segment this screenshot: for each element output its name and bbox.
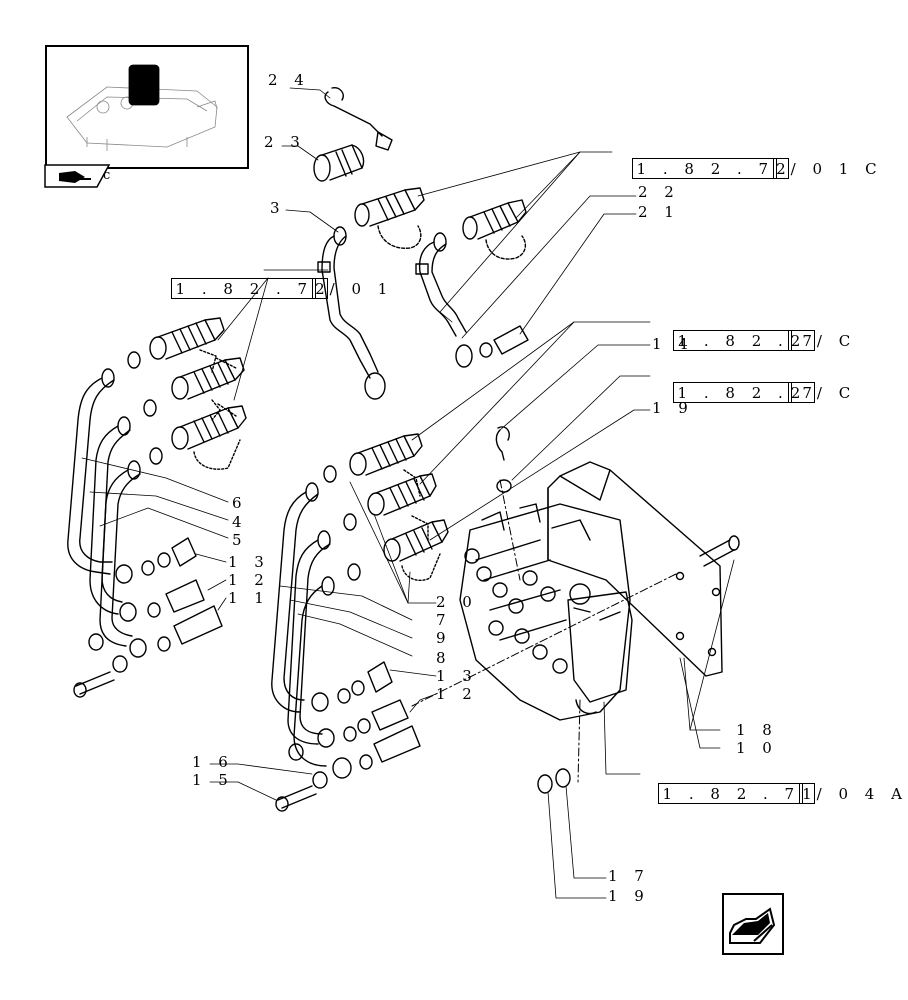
part-23-plug [313,144,365,182]
callout-22: 2 2 [638,183,680,201]
left-bank-adapters [73,537,223,698]
center-bank-couplers [323,433,449,582]
part-17-19-washers [537,768,571,794]
reference-box-suffix: 27 [787,330,815,351]
reference-box-suffix: 1 [799,783,815,804]
callout-3: 3 [270,199,286,217]
leader-lines [81,87,735,899]
location-thumbnail [45,45,249,169]
callout-15: 1 5 [192,771,234,789]
callout-10: 1 0 [736,739,778,757]
back-arrow-tab-icon [44,164,111,188]
center-bank-pipes [271,482,352,779]
reference-1-82-27-c-top[interactable]: 1 . 8 2 .27/ C [651,312,856,351]
assembly-centerlines [411,479,677,783]
left-bank-pipes [67,368,147,658]
callout-18: 1 8 [736,721,778,739]
center-bank-adapters [275,661,421,812]
callout-8: 8 [436,649,452,667]
callout-6: 6 [232,494,248,512]
callout-20: 2 0 [436,593,478,611]
part-22-pipe [415,232,473,368]
callout-16: 1 6 [192,753,234,771]
reference-tail: / 0 1 [329,280,394,298]
callout-14: 1 4 [652,335,694,353]
reference-box: 1 . 8 2 . [672,382,792,403]
reference-box: 1 . 8 2 . 7 [170,278,317,299]
callout-11: 1 1 [228,589,270,607]
part-upper-coupler-left [354,187,425,249]
left-bank-couplers [127,317,247,470]
next-page-arrow-button[interactable] [722,893,784,955]
reference-box-suffix: 27 [787,382,815,403]
exploded-parts-diagram [67,86,740,899]
thumbnail-tab[interactable] [44,164,111,188]
callout-13-left: 1 3 [228,553,270,571]
thumbnail-tab-letter: c [103,168,111,183]
callout-17: 1 7 [608,867,650,885]
reference-1-82-27-c-bottom[interactable]: 1 . 8 2 .27/ C [651,364,856,403]
callout-5: 5 [232,531,248,549]
part-upper-coupler-right [462,199,527,260]
reference-tail: / C [816,332,857,350]
next-page-arrow-icon [729,907,776,944]
callout-19-top: 1 9 [652,399,694,417]
callout-13-center: 1 3 [436,667,478,685]
part-3-pipe [317,226,386,400]
part-10-bracket [547,461,723,677]
callout-12-center: 1 2 [436,685,478,703]
reference-box: 1 . 8 2 . 7 [657,783,804,804]
tractor-location-thumbnail-icon [66,64,218,151]
callout-4: 4 [232,513,248,531]
part-24-retaining-clip [324,86,393,151]
reference-tail: / 0 4 A [816,785,908,803]
callout-21: 2 1 [638,203,680,221]
callout-12-left: 1 2 [228,571,270,589]
callout-24: 2 4 [268,71,310,89]
reference-box-suffix: 2 [773,158,789,179]
part-18-bolt [699,535,740,567]
control-valve-block [459,426,633,721]
callout-19-bottom: 1 9 [608,887,650,905]
callout-23: 2 3 [264,133,306,151]
reference-tail: / 0 1 C [790,160,883,178]
reference-box: 1 . 8 2 . 7 [631,158,778,179]
part-21-adapter [479,325,529,358]
callout-7: 7 [436,611,452,629]
reference-box-suffix: 2 [312,278,328,299]
reference-tail: / C [816,384,857,402]
reference-box: 1 . 8 2 . [672,330,792,351]
callout-9: 9 [436,629,452,647]
